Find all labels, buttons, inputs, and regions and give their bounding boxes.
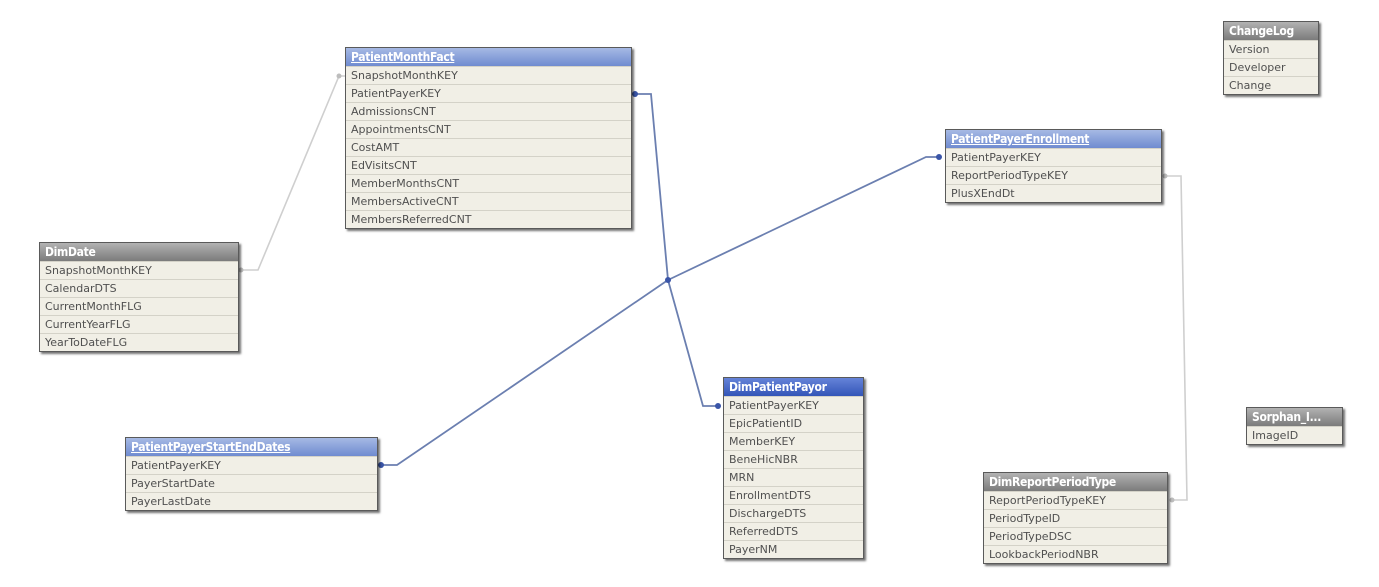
table-header[interactable]: DimPatientPayor xyxy=(724,378,863,396)
link-fact-patientpayerkey xyxy=(635,93,669,281)
field-row[interactable]: CurrentYearFLG xyxy=(40,315,238,333)
field-row[interactable]: PlusXEndDt xyxy=(946,184,1161,202)
field-row[interactable]: EdVisitsCNT xyxy=(346,156,631,174)
link-dot xyxy=(238,267,244,273)
field-row[interactable]: PatientPayerKEY xyxy=(346,84,631,102)
field-row[interactable]: PayerLastDate xyxy=(126,492,377,510)
field-row[interactable]: Change xyxy=(1224,76,1318,94)
field-row[interactable]: ReferredDTS xyxy=(724,522,863,540)
table-header[interactable]: DimReportPeriodType xyxy=(984,473,1167,491)
field-row[interactable]: MemberMonthsCNT xyxy=(346,174,631,192)
field-row[interactable]: AdmissionsCNT xyxy=(346,102,631,120)
table-header[interactable]: PatientPayerStartEndDates xyxy=(126,438,377,456)
field-row[interactable]: YearToDateFLG xyxy=(40,333,238,351)
field-row[interactable]: LookbackPeriodNBR xyxy=(984,545,1167,563)
link-dot xyxy=(936,154,942,160)
field-row[interactable]: MembersActiveCNT xyxy=(346,192,631,210)
field-row[interactable]: ReportPeriodTypeKEY xyxy=(946,166,1161,184)
table-sorphan-image[interactable]: Sorphan_I... ImageID xyxy=(1246,407,1343,445)
table-patient-payer-start-end-dates[interactable]: PatientPayerStartEndDates PatientPayerKE… xyxy=(125,437,378,511)
link-dimdate-snapshotmonthkey xyxy=(241,75,345,271)
field-row[interactable]: AppointmentsCNT xyxy=(346,120,631,138)
field-row[interactable]: EpicPatientID xyxy=(724,414,863,432)
field-row[interactable]: PatientPayerKEY xyxy=(724,396,863,414)
link-dot xyxy=(632,91,638,97)
field-row[interactable]: PayerStartDate xyxy=(126,474,377,492)
link-dot xyxy=(1169,497,1175,503)
field-row[interactable]: PayerNM xyxy=(724,540,863,558)
field-row[interactable]: BeneHicNBR xyxy=(724,450,863,468)
link-reportperiodtypekey xyxy=(1165,175,1188,501)
table-header[interactable]: PatientMonthFact xyxy=(346,48,631,66)
field-row[interactable]: MembersReferredCNT xyxy=(346,210,631,228)
field-row[interactable]: Developer xyxy=(1224,58,1318,76)
field-row[interactable]: DischargeDTS xyxy=(724,504,863,522)
field-row[interactable]: MRN xyxy=(724,468,863,486)
table-header[interactable]: Sorphan_I... xyxy=(1247,408,1342,426)
field-row[interactable]: CurrentMonthFLG xyxy=(40,297,238,315)
field-row[interactable]: CalendarDTS xyxy=(40,279,238,297)
link-enrollment-patientpayerkey xyxy=(667,156,939,281)
link-hub xyxy=(665,277,671,283)
field-row[interactable]: PeriodTypeID xyxy=(984,509,1167,527)
field-row[interactable]: PeriodTypeDSC xyxy=(984,527,1167,545)
link-dot xyxy=(378,462,384,468)
field-row[interactable]: SnapshotMonthKEY xyxy=(40,261,238,279)
link-dot xyxy=(1162,173,1168,179)
field-row[interactable]: ImageID xyxy=(1247,426,1342,444)
field-row[interactable]: EnrollmentDTS xyxy=(724,486,863,504)
field-row[interactable]: Version xyxy=(1224,40,1318,58)
field-row[interactable]: PatientPayerKEY xyxy=(946,148,1161,166)
table-header[interactable]: PatientPayerEnrollment xyxy=(946,130,1161,148)
link-startend-patientpayerkey xyxy=(381,279,669,466)
link-dot xyxy=(715,403,721,409)
field-row[interactable]: ReportPeriodTypeKEY xyxy=(984,491,1167,509)
table-header[interactable]: ChangeLog xyxy=(1224,22,1318,40)
field-row[interactable]: PatientPayerKEY xyxy=(126,456,377,474)
field-row[interactable]: MemberKEY xyxy=(724,432,863,450)
link-dot xyxy=(336,73,342,79)
link-payor-patientpayerkey xyxy=(667,279,718,407)
field-row[interactable]: CostAMT xyxy=(346,138,631,156)
field-row[interactable]: SnapshotMonthKEY xyxy=(346,66,631,84)
table-header[interactable]: DimDate xyxy=(40,243,238,261)
